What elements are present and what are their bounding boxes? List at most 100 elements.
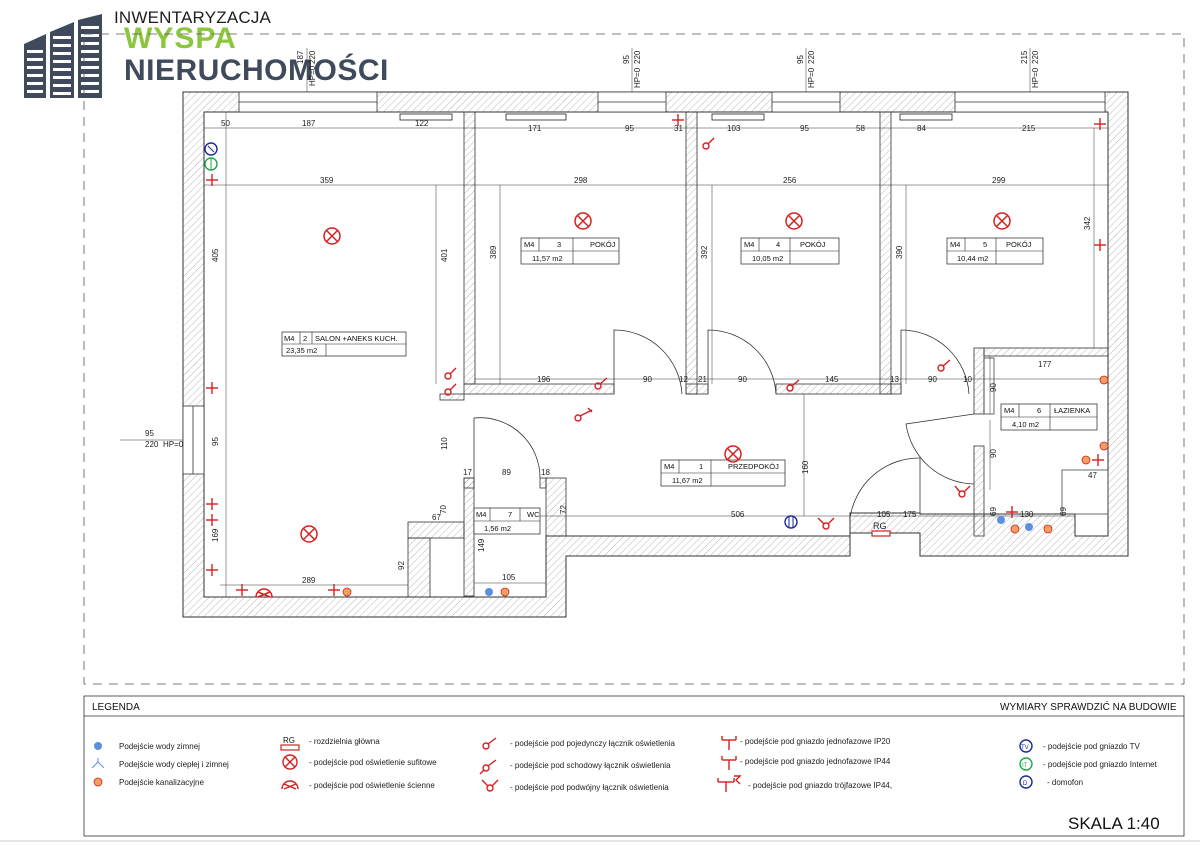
socket-icon bbox=[1094, 118, 1106, 130]
svg-text:ŁAZIENKA: ŁAZIENKA bbox=[1054, 406, 1090, 415]
svg-text:1,56 m2: 1,56 m2 bbox=[484, 524, 511, 533]
socket-icon bbox=[206, 498, 218, 510]
interior-walls bbox=[407, 111, 1109, 598]
svg-text:10,44 m2: 10,44 m2 bbox=[957, 254, 988, 263]
internet-legend-icon: IT bbox=[1019, 757, 1033, 771]
dim-text: 196 bbox=[537, 375, 551, 384]
dim-text: 299 bbox=[992, 176, 1006, 185]
svg-text:HP=0: HP=0 bbox=[807, 67, 816, 88]
svg-text:M4: M4 bbox=[664, 462, 674, 471]
svg-text:HP=0: HP=0 bbox=[1031, 67, 1040, 88]
dim-text: 171 bbox=[528, 124, 542, 133]
dim-text: 390 bbox=[895, 245, 904, 259]
svg-text:220: 220 bbox=[1031, 50, 1040, 64]
dim-text: 506 bbox=[731, 510, 745, 519]
window-marks: 187 220 HP=0 95 220 HP=0 95 220 HP=0 215… bbox=[296, 48, 1040, 92]
dim-text: 95 bbox=[211, 437, 220, 446]
wall-light-legend-icon bbox=[281, 780, 299, 790]
ceiling-light-icon bbox=[785, 212, 803, 230]
ceiling-light-icon bbox=[724, 445, 742, 463]
tv-socket-icon bbox=[204, 142, 218, 156]
plumbing-icons bbox=[342, 375, 1109, 597]
svg-text:- podejście pod oświetlenie su: - podejście pod oświetlenie sufitowe bbox=[309, 758, 437, 767]
svg-text:- podejście pod gniazdo jednof: - podejście pod gniazdo jednofazowe IP20 bbox=[740, 737, 891, 746]
socket-icon bbox=[236, 584, 248, 596]
svg-text:10,05 m2: 10,05 m2 bbox=[752, 254, 783, 263]
dim-text: 392 bbox=[700, 245, 709, 259]
dim-text: 130 bbox=[1020, 510, 1034, 519]
dims-row2: 359 298 256 299 bbox=[320, 176, 1006, 185]
door-swings bbox=[473, 329, 975, 519]
rg-symbol: RG bbox=[283, 736, 295, 745]
dim-text: 177 bbox=[1038, 360, 1052, 369]
dim-text: 90 bbox=[643, 375, 652, 384]
dim-text: 215 bbox=[1022, 124, 1036, 133]
svg-text:215: 215 bbox=[1020, 50, 1029, 64]
ceiling-light-legend-icon bbox=[282, 754, 298, 770]
dim-text: 17 bbox=[463, 468, 472, 477]
svg-text:95: 95 bbox=[622, 55, 631, 64]
bathroom-fixtures bbox=[983, 357, 1109, 515]
svg-text:187: 187 bbox=[296, 50, 305, 64]
dim-text: 84 bbox=[917, 124, 926, 133]
svg-text:M4: M4 bbox=[284, 334, 294, 343]
svg-text:23,35 m2: 23,35 m2 bbox=[286, 346, 317, 355]
switch-icon bbox=[574, 407, 593, 422]
legend-note: WYMIARY SPRAWDZIĆ NA BUDOWIE bbox=[1000, 700, 1177, 713]
dim-text: 110 bbox=[440, 437, 449, 450]
svg-text:PRZEDPOKÓJ: PRZEDPOKÓJ bbox=[728, 462, 779, 471]
socket-3phase-legend-icon bbox=[717, 775, 742, 792]
dim-text: 12 bbox=[679, 375, 688, 384]
svg-text:- podejście pod pojedynczy łąc: - podejście pod pojedynczy łącznik oświe… bbox=[510, 739, 676, 748]
socket-icons bbox=[206, 114, 1106, 596]
legend-title: LEGENDA bbox=[92, 702, 140, 713]
dims-lower: 196 90 12 21 90 145 13 90 10 177 47 bbox=[537, 360, 1097, 480]
light-switch-icons bbox=[444, 137, 971, 530]
double-switch-legend-icon bbox=[481, 779, 499, 792]
room-label-pokoj-4: M4 4 POKÓJ 10,05 m2 bbox=[740, 237, 840, 265]
dimension-lines bbox=[204, 112, 1108, 597]
svg-text:220: 220 bbox=[633, 50, 642, 64]
dim-text: 298 bbox=[574, 176, 588, 185]
svg-text:M4: M4 bbox=[1004, 406, 1014, 415]
dim-text: 359 bbox=[320, 176, 334, 185]
svg-text:4: 4 bbox=[776, 240, 780, 249]
switch-icon bbox=[954, 485, 971, 498]
svg-text:220: 220 bbox=[308, 50, 317, 64]
dim-text: 90 bbox=[738, 375, 747, 384]
room-label-pokoj-5: M4 5 POKÓJ 10,44 m2 bbox=[946, 237, 1044, 265]
dim-text: 187 bbox=[302, 119, 316, 128]
svg-text:5: 5 bbox=[983, 240, 987, 249]
dim-text: 47 bbox=[1088, 471, 1097, 480]
socket-ip44-legend-icon bbox=[721, 756, 737, 770]
svg-text:HP=0: HP=0 bbox=[163, 440, 184, 449]
cold-water-icon bbox=[94, 742, 102, 750]
hot-cold-water-icon bbox=[91, 758, 105, 769]
legend-panel: LEGENDA WYMIARY SPRAWDZIĆ NA BUDOWIE SKA… bbox=[83, 695, 1185, 837]
room-label-przedpokoj: M4 1 PRZEDPOKÓJ 11,67 m2 bbox=[660, 459, 786, 487]
dim-text: 92 bbox=[397, 561, 406, 570]
internet-socket-icon bbox=[204, 157, 218, 171]
room-label-salon: M4 2 SALON +ANEKS KUCH. 23,35 m2 bbox=[281, 331, 407, 357]
dim-text: 95 bbox=[800, 124, 809, 133]
svg-text:6: 6 bbox=[1037, 406, 1041, 415]
dim-text: 145 bbox=[825, 375, 839, 384]
svg-text:- podejście pod gniazdo Intern: - podejście pod gniazdo Internet bbox=[1043, 760, 1158, 769]
svg-text:- podejście pod gniazdo TV: - podejście pod gniazdo TV bbox=[1043, 742, 1140, 751]
svg-text:D: D bbox=[1023, 781, 1028, 787]
tv-legend-icon: TV bbox=[1019, 739, 1033, 753]
switch-icon bbox=[786, 379, 800, 392]
svg-text:Podejście kanalizacyjne: Podejście kanalizacyjne bbox=[119, 778, 204, 787]
svg-text:POKÓJ: POKÓJ bbox=[1006, 240, 1032, 249]
svg-text:95: 95 bbox=[145, 429, 154, 438]
svg-text:11,67 m2: 11,67 m2 bbox=[672, 476, 703, 485]
radiators bbox=[399, 113, 953, 121]
logo-brand-wyspa: WYSPA bbox=[124, 22, 237, 55]
svg-text:POKÓJ: POKÓJ bbox=[800, 240, 826, 249]
switch-icon bbox=[937, 359, 951, 372]
dim-text: 149 bbox=[477, 538, 486, 552]
dim-text: 58 bbox=[856, 124, 865, 133]
svg-text:- podejście pod gniazdo jednof: - podejście pod gniazdo jednofazowe IP44 bbox=[740, 757, 891, 766]
wall-light-icon bbox=[255, 588, 273, 598]
